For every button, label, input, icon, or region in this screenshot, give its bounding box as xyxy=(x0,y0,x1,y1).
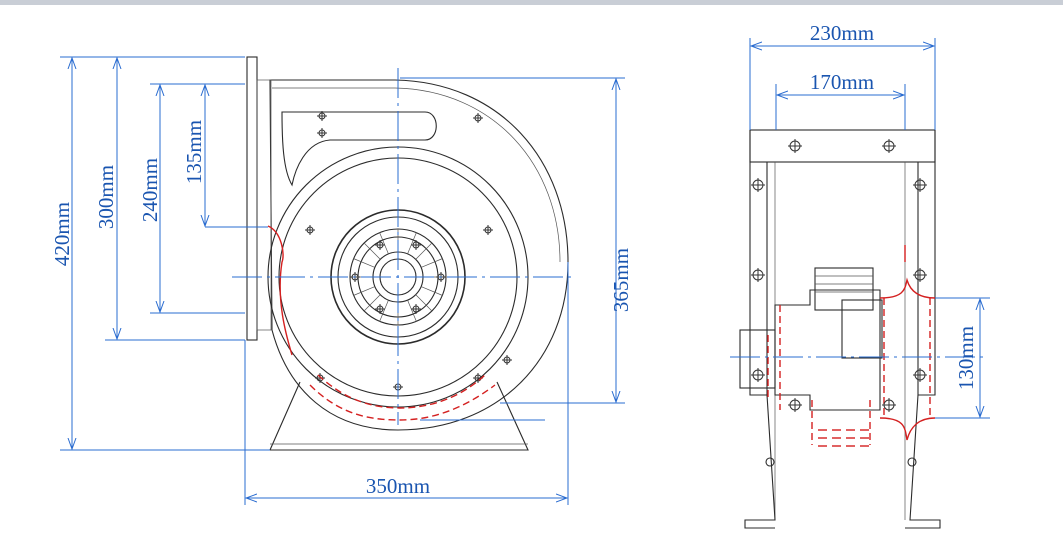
dim-130mm: 130mm xyxy=(954,326,978,390)
right-foot xyxy=(905,394,941,529)
right-plate xyxy=(917,130,936,396)
left-foot xyxy=(744,394,776,529)
red-dashed-arc-2 xyxy=(317,374,486,409)
dim-230mm: 230mm xyxy=(810,21,874,45)
impeller-bottom xyxy=(879,417,936,441)
terminal-box xyxy=(739,329,776,389)
bolt-left xyxy=(765,457,775,467)
scroll-housing xyxy=(269,79,569,431)
top-frame xyxy=(749,129,936,163)
dim-135mm: 135mm xyxy=(182,120,206,184)
dim-350mm: 350mm xyxy=(366,474,430,498)
dim-300mm: 300mm xyxy=(94,165,118,229)
dim-240mm: 240mm xyxy=(138,158,162,222)
outlet-flange xyxy=(246,56,258,341)
base-stand xyxy=(269,381,529,451)
red-cutout-arc xyxy=(267,225,293,356)
motor-fins xyxy=(814,267,874,311)
red-dashed-arc-1 xyxy=(309,384,496,421)
top-bar xyxy=(0,0,1063,5)
dim-365mm: 365mm xyxy=(609,248,633,312)
left-plate xyxy=(749,130,768,396)
motor-body xyxy=(774,289,881,411)
impeller-top xyxy=(879,277,936,299)
dim-420mm: 420mm xyxy=(50,202,74,266)
motor-cap xyxy=(841,299,883,359)
dim-170mm: 170mm xyxy=(810,70,874,94)
slot-opening xyxy=(281,111,437,187)
bolt-right xyxy=(907,457,917,467)
front-view xyxy=(60,56,625,505)
side-view xyxy=(730,38,990,529)
